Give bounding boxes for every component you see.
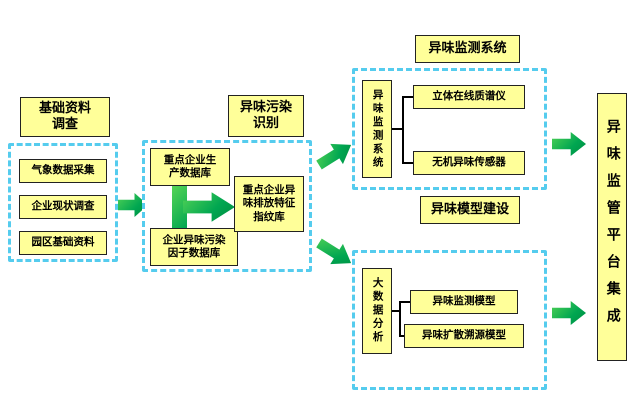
enterprise-survey-box: 企业现状调查 [19,195,107,219]
connector-line [402,162,413,164]
arrow-right-icon [552,301,586,325]
odor-monitoring-system-title: 异味监测系统 [415,35,520,63]
connector-line [399,301,410,303]
odor-monitoring-side-label: 异味监测系统 [362,80,392,178]
arrow-right-icon [552,132,586,156]
meteorological-data-box: 气象数据采集 [19,159,107,183]
supervision-platform-box: 异味监管平台集成 [597,93,627,361]
odor-model-building-title: 异味模型建设 [420,196,520,224]
connector-line [399,335,405,337]
big-data-analysis-side-label: 大数据分析 [362,268,392,354]
basic-data-survey-title: 基础资料 调查 [20,97,110,137]
connector-line [402,96,404,164]
production-database-box: 重点企业生 产数据库 [150,148,230,186]
mass-spectrometer-box: 立体在线质谱仪 [413,85,525,109]
connector-line [392,128,404,130]
fingerprint-database-box: 重点企业异 味排放特征 指纹库 [234,176,304,232]
connector-bar [172,186,187,228]
connector-line [399,301,401,337]
park-basic-data-box: 园区基础资料 [19,231,107,255]
connector-line [392,310,401,312]
odor-monitoring-model-box: 异味监测模型 [410,290,518,314]
odor-diffusion-traceability-model-box: 异味扩散溯源模型 [404,324,524,348]
inorganic-odor-sensor-box: 无机异味传感器 [413,151,525,175]
connector-line [402,96,413,98]
pollution-factor-database-box: 企业异味污染 因子数据库 [150,228,238,266]
odor-identification-title: 异味污染 识别 [228,95,304,137]
